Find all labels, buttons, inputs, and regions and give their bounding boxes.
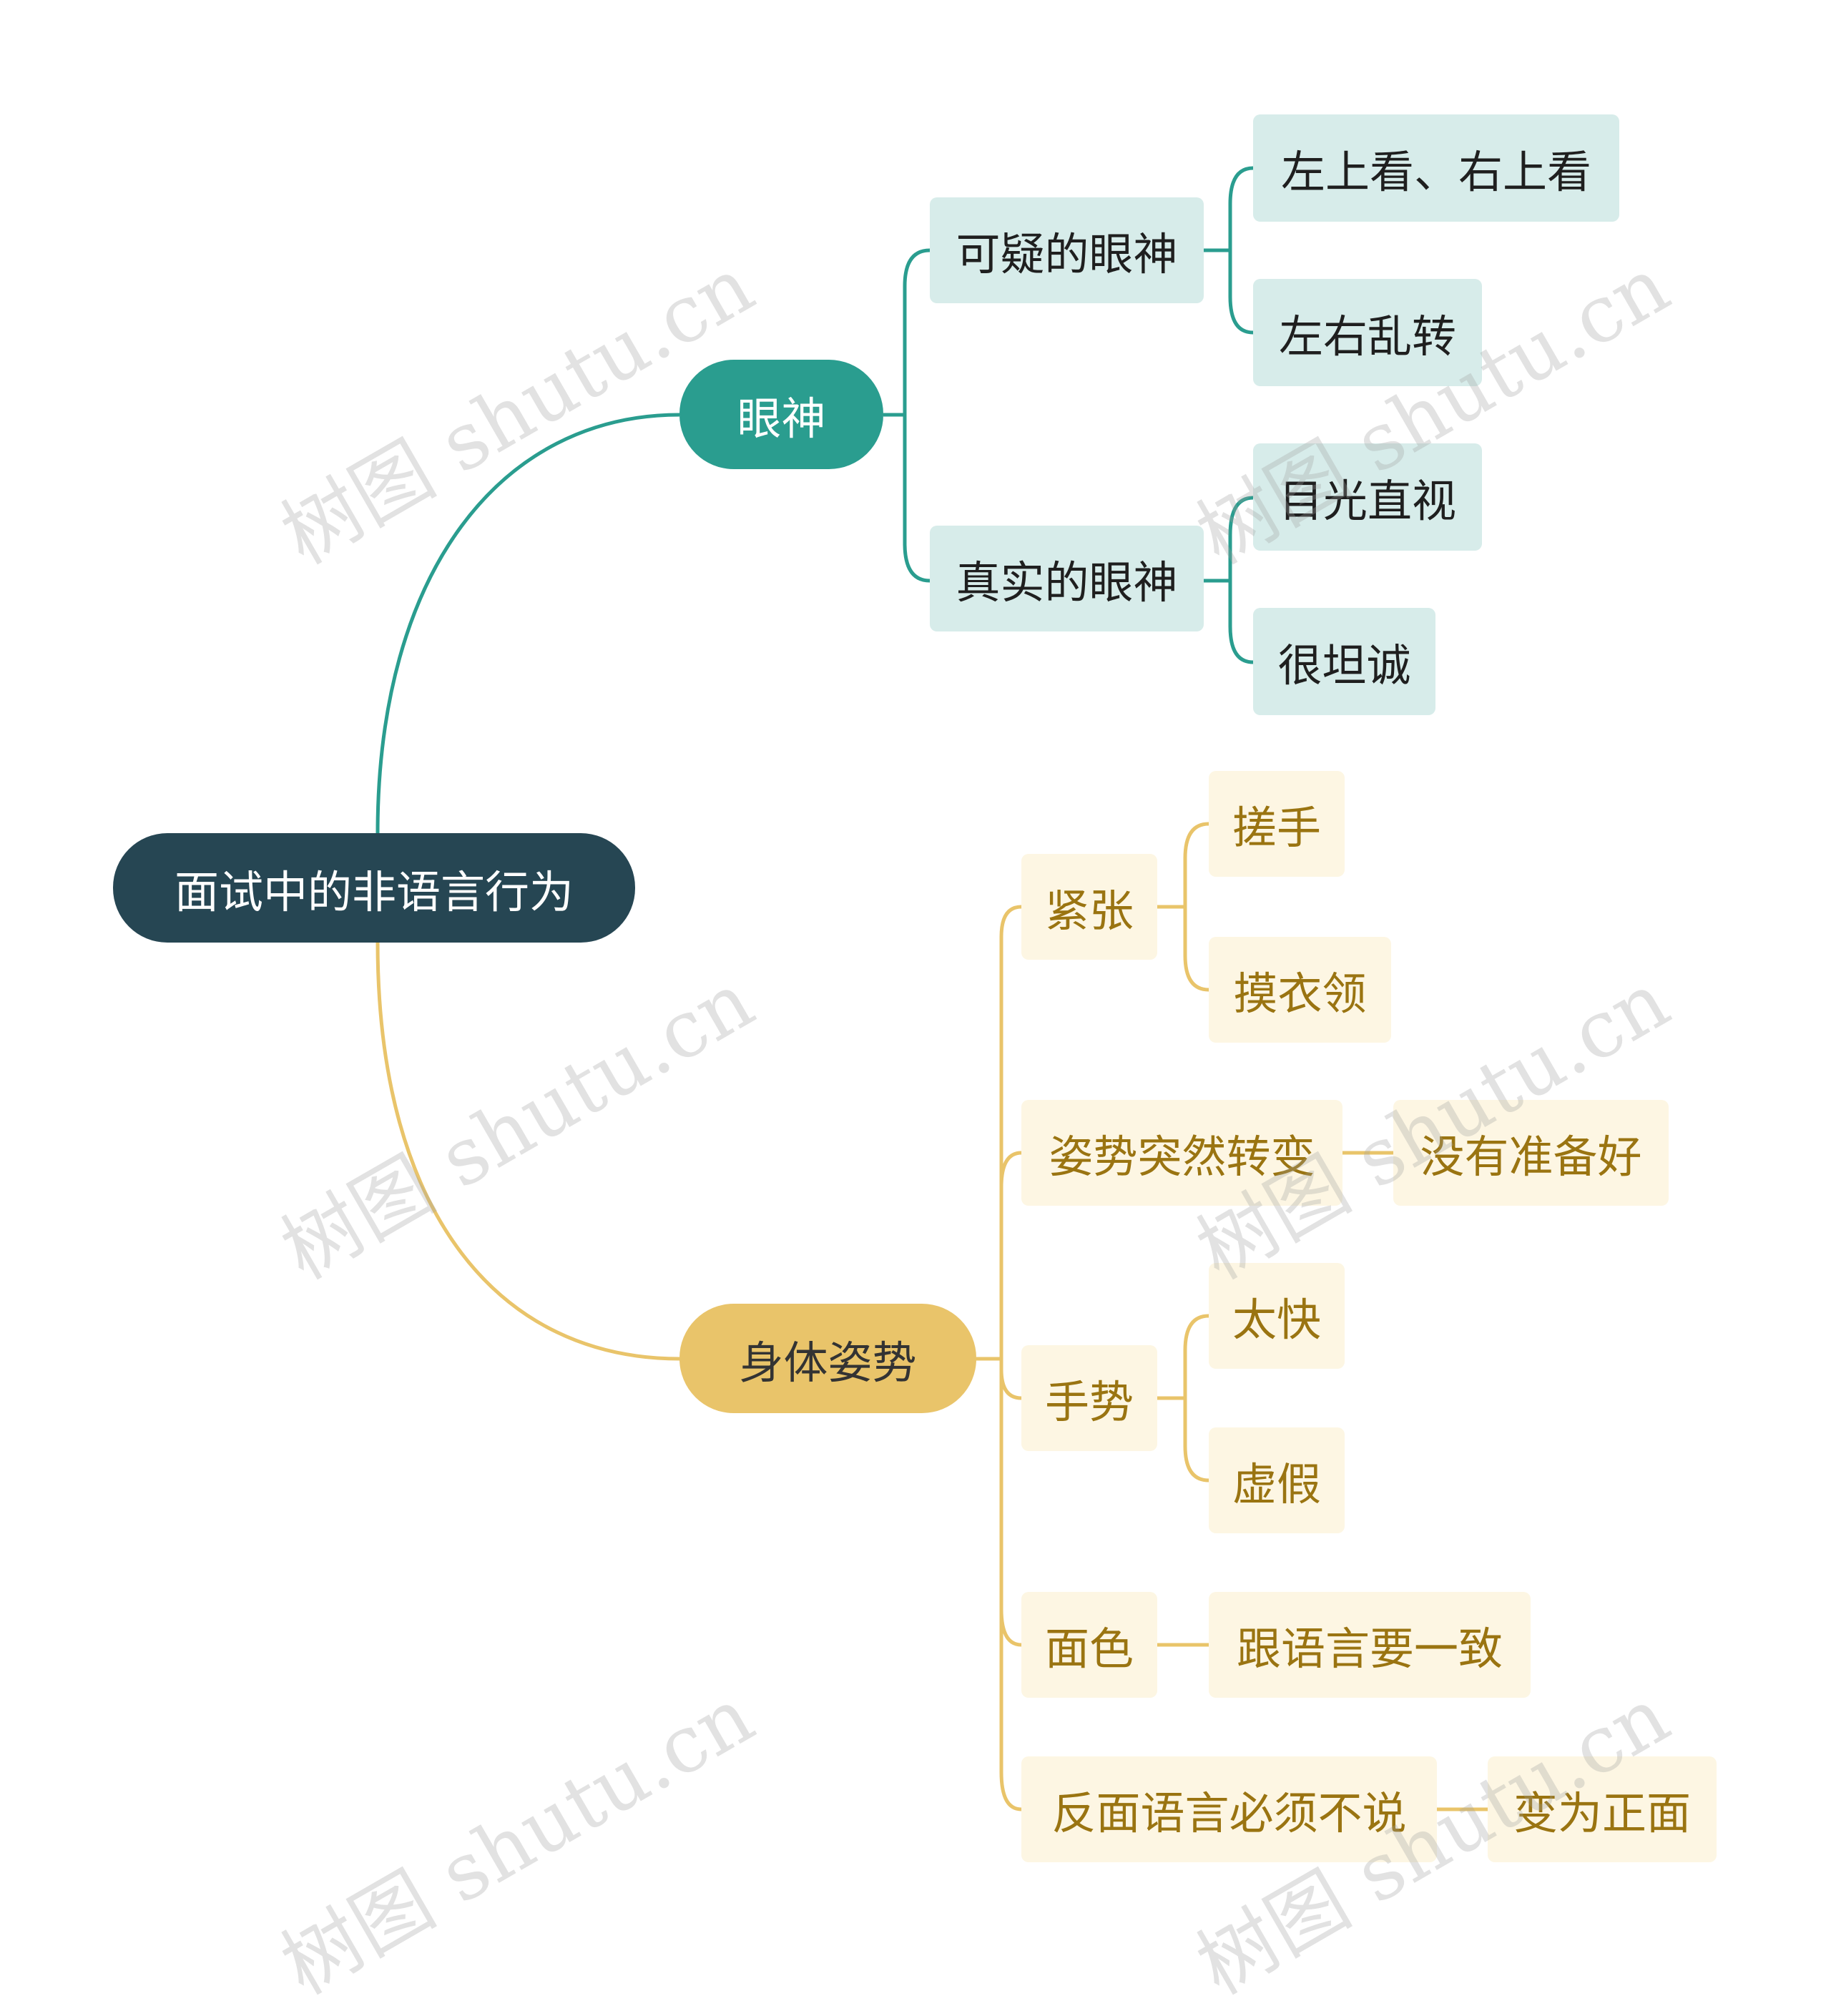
topic-label: 姿势突然转变 bbox=[1049, 1131, 1315, 1183]
topic-sudden-posture-change[interactable]: 姿势突然转变 bbox=[1021, 1100, 1342, 1206]
branch-node-eyes[interactable]: 眼神 bbox=[679, 360, 883, 469]
topic-nervous[interactable]: 紧张 bbox=[1021, 854, 1157, 960]
leaf-label: 搓手 bbox=[1232, 802, 1321, 854]
leaf-eyes-wander[interactable]: 左右乱转 bbox=[1253, 279, 1482, 386]
leaf-label: 太快 bbox=[1232, 1294, 1321, 1346]
topic-label: 反面语言必须不说 bbox=[1051, 1787, 1407, 1839]
branch-node-body[interactable]: 身体姿势 bbox=[679, 1304, 976, 1413]
leaf-label: 摸衣领 bbox=[1233, 968, 1367, 1020]
leaf-label: 虚假 bbox=[1232, 1458, 1321, 1510]
root-label: 面试中的非语言行为 bbox=[174, 865, 574, 918]
leaf-label: 目光直视 bbox=[1278, 475, 1456, 527]
leaf-make-positive[interactable]: 变为正面 bbox=[1488, 1756, 1717, 1862]
topic-label: 可疑的眼神 bbox=[956, 228, 1178, 280]
leaf-rub-hands[interactable]: 搓手 bbox=[1209, 771, 1345, 877]
branch-label: 身体姿势 bbox=[739, 1336, 917, 1389]
leaf-too-fast[interactable]: 太快 bbox=[1209, 1263, 1345, 1369]
topic-label: 手势 bbox=[1044, 1376, 1134, 1428]
topic-genuine-eyes[interactable]: 真实的眼神 bbox=[930, 526, 1204, 631]
leaf-look-up[interactable]: 左上看、右上看 bbox=[1253, 114, 1619, 222]
leaf-label: 没有准备好 bbox=[1420, 1131, 1642, 1183]
leaf-sincere[interactable]: 很坦诚 bbox=[1253, 608, 1435, 715]
topic-label: 面色 bbox=[1044, 1623, 1134, 1675]
leaf-touch-collar[interactable]: 摸衣领 bbox=[1209, 937, 1391, 1043]
leaf-not-prepared[interactable]: 没有准备好 bbox=[1393, 1100, 1669, 1206]
topic-gestures[interactable]: 手势 bbox=[1021, 1345, 1157, 1451]
leaf-label: 跟语言要一致 bbox=[1236, 1623, 1503, 1675]
leaf-label: 变为正面 bbox=[1513, 1787, 1691, 1839]
topic-suspicious-eyes[interactable]: 可疑的眼神 bbox=[930, 197, 1204, 303]
leaf-direct-gaze[interactable]: 目光直视 bbox=[1253, 443, 1482, 551]
branch-label: 眼神 bbox=[737, 392, 826, 445]
leaf-label: 很坦诚 bbox=[1277, 639, 1411, 692]
topic-complexion[interactable]: 面色 bbox=[1021, 1592, 1157, 1698]
topic-label: 真实的眼神 bbox=[956, 556, 1178, 609]
leaf-match-language[interactable]: 跟语言要一致 bbox=[1209, 1592, 1531, 1698]
leaf-label: 左上看、右上看 bbox=[1280, 146, 1591, 198]
leaf-label: 左右乱转 bbox=[1278, 310, 1456, 363]
topic-label: 紧张 bbox=[1044, 885, 1134, 937]
root-node[interactable]: 面试中的非语言行为 bbox=[113, 833, 635, 943]
leaf-fake[interactable]: 虚假 bbox=[1209, 1427, 1345, 1533]
topic-no-negative-words[interactable]: 反面语言必须不说 bbox=[1021, 1756, 1437, 1862]
